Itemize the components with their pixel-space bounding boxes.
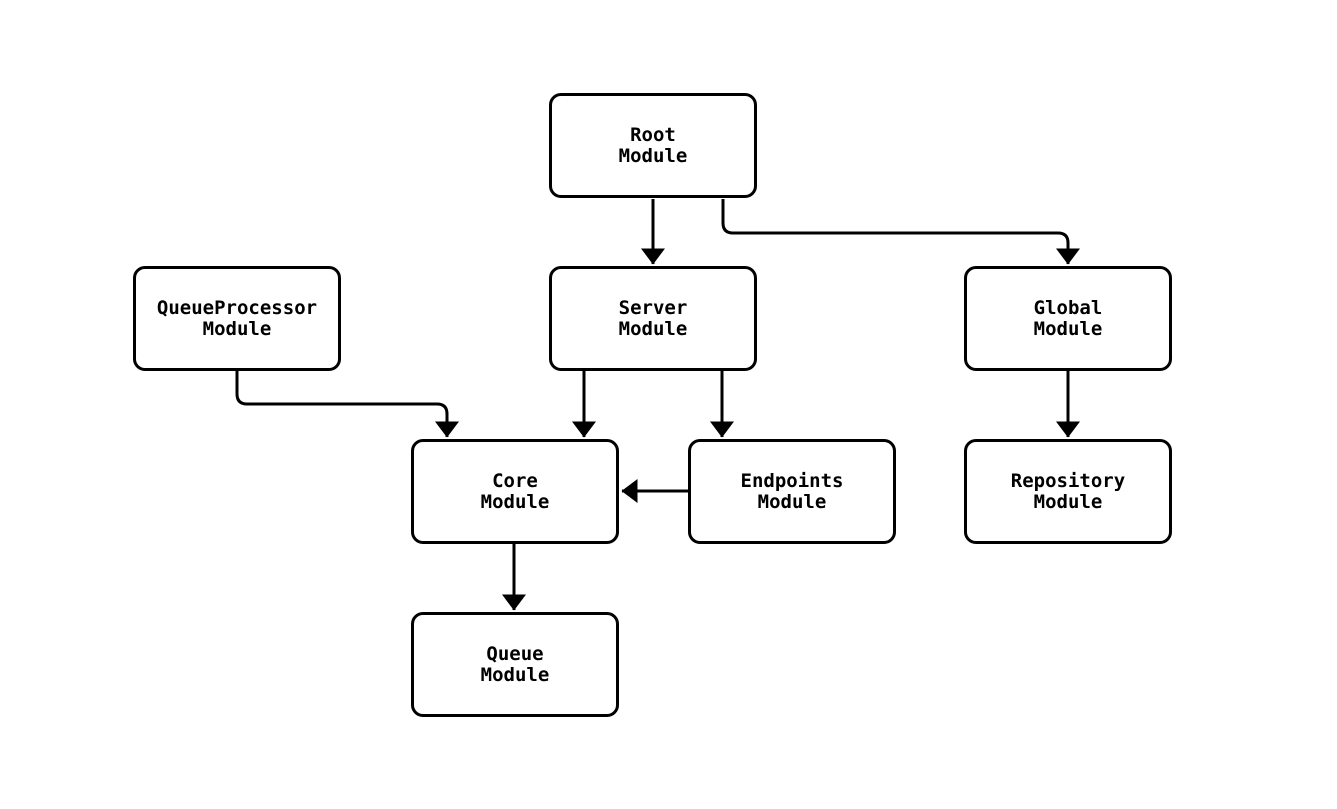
node-label-line: Module — [618, 144, 688, 167]
node-label-line: Root — [630, 123, 676, 146]
node-label-line: QueueProcessor — [156, 296, 318, 319]
node-core-module-label: Core Module — [480, 469, 550, 513]
node-root-module: Root Module — [549, 93, 757, 198]
node-label-line: Module — [202, 317, 272, 340]
node-repository-module: Repository Module — [964, 439, 1172, 544]
node-server-module-label: Server Module — [618, 296, 688, 340]
node-queue-module-label: Queue Module — [480, 642, 550, 686]
node-label-line: Module — [480, 490, 550, 513]
node-label-line: Module — [757, 490, 827, 513]
node-label-line: Module — [1033, 317, 1103, 340]
node-server-module: Server Module — [549, 266, 757, 371]
edge-root-to-global — [721, 199, 1080, 265]
node-queueprocessor-module-label: QueueProcessor Module — [156, 296, 318, 340]
node-global-module-label: Global Module — [1033, 296, 1103, 340]
node-global-module: Global Module — [964, 266, 1172, 371]
node-endpoints-module-label: Endpoints Module — [740, 469, 844, 513]
node-label-line: Endpoints — [740, 469, 844, 492]
node-label-line: Core — [492, 469, 538, 492]
node-label-line: Global — [1033, 296, 1103, 319]
node-label-line: Repository — [1010, 469, 1126, 492]
node-repository-module-label: Repository Module — [1010, 469, 1126, 513]
node-label-line: Server — [618, 296, 688, 319]
node-label-line: Module — [1033, 490, 1103, 513]
node-label-line: Queue — [486, 642, 544, 665]
node-label-line: Module — [480, 663, 550, 686]
edge-queueprocessor-to-core — [235, 370, 459, 438]
node-core-module: Core Module — [411, 439, 619, 544]
node-endpoints-module: Endpoints Module — [688, 439, 896, 544]
node-label-line: Module — [618, 317, 688, 340]
node-root-module-label: Root Module — [618, 123, 688, 167]
node-queue-module: Queue Module — [411, 612, 619, 717]
node-queueprocessor-module: QueueProcessor Module — [133, 266, 341, 371]
